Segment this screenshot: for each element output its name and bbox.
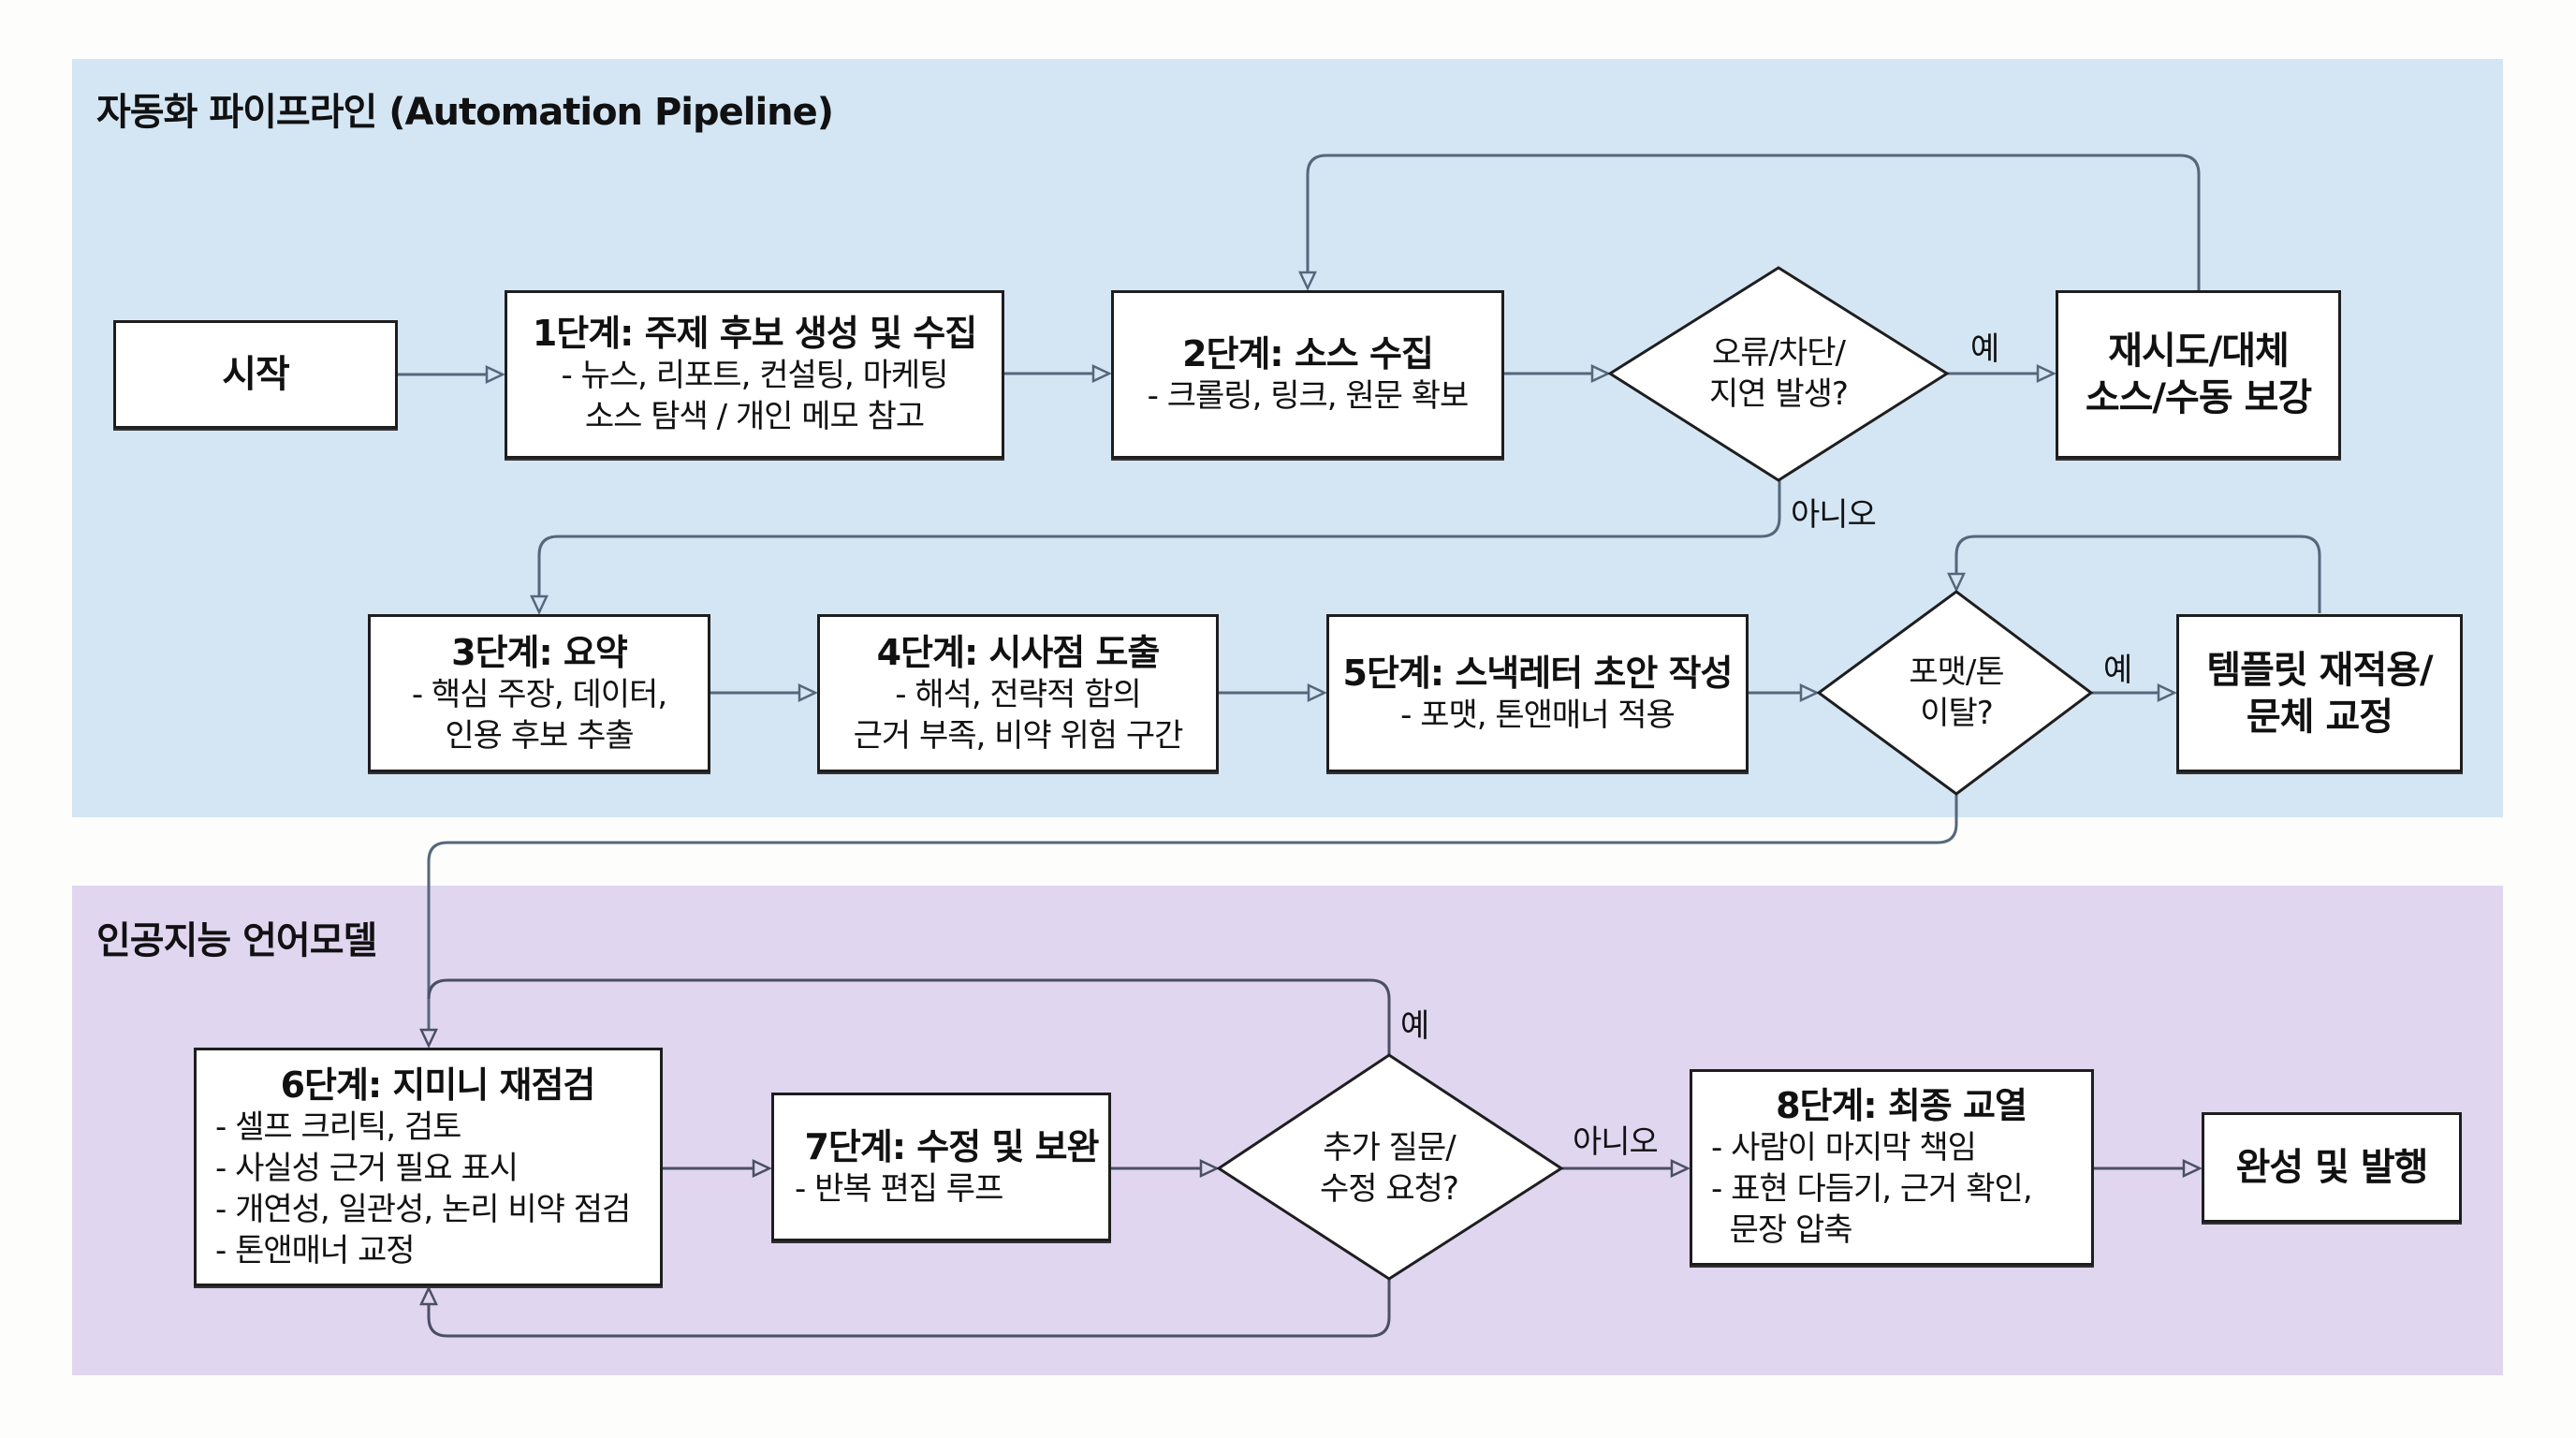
llm-panel-title: 인공지능 언어모델 [96, 919, 377, 962]
start-node: 시작 [113, 320, 398, 429]
step2-line-1: - 크롤링, 링크, 원문 확보 [1147, 377, 1470, 415]
step6-line-3: - 개연성, 일관성, 논리 비약 점검 [215, 1190, 631, 1228]
decision3-no-label: 아니오 [1573, 1123, 1659, 1161]
start-label: 시작 [222, 353, 290, 396]
step6-line-1: - 셀프 크리틱, 검토 [215, 1108, 461, 1146]
step6-node: 6단계: 지미니 재점검 - 셀프 크리틱, 검토 - 사실성 근거 필요 표시… [194, 1048, 663, 1286]
step5-node: 5단계: 스낵레터 초안 작성 - 포맷, 톤앤매너 적용 [1326, 614, 1749, 772]
step1-title: 1단계: 주제 후보 생성 및 수집 [532, 313, 977, 354]
step8-title: 8단계: 최종 교열 [1776, 1085, 2027, 1126]
step8-line-3: 문장 압축 [1711, 1211, 1853, 1249]
step3-line-1: - 핵심 주장, 데이터, [411, 675, 667, 713]
decision1-yes-label: 예 [1970, 330, 1999, 368]
decision2-yes-label: 예 [2103, 652, 2132, 689]
step4-node: 4단계: 시사점 도출 - 해석, 전략적 함의 근거 부족, 비약 위험 구간 [817, 614, 1219, 772]
decision3-text: 추가 질문/ 수정 요청? [1320, 1127, 1459, 1210]
automation-pipeline-title: 자동화 파이프라인 (Automation Pipeline) [96, 91, 834, 134]
step5-line-1: - 포맷, 톤앤매너 적용 [1400, 696, 1676, 734]
step3-node: 3단계: 요약 - 핵심 주장, 데이터, 인용 후보 추출 [368, 614, 710, 772]
retry-node: 재시도/대체 소스/수동 보강 [2056, 290, 2341, 459]
decision1-no-label: 아니오 [1791, 496, 1877, 534]
finish-label: 완성 및 발행 [2235, 1146, 2429, 1189]
step8-node: 8단계: 최종 교열 - 사람이 마지막 책임 - 표현 다듬기, 근거 확인,… [1690, 1069, 2094, 1266]
step1-node: 1단계: 주제 후보 생성 및 수집 - 뉴스, 리포트, 컨설팅, 마케팅 소… [505, 290, 1004, 459]
step7-node: 7단계: 수정 및 보완 - 반복 편집 루프 [771, 1093, 1111, 1241]
step2-title: 2단계: 소스 수집 [1182, 333, 1434, 374]
step6-line-4: - 톤앤매너 교정 [215, 1231, 416, 1269]
decision3-line-1: 추가 질문/ [1323, 1129, 1456, 1167]
decision3-yes-label: 예 [1400, 1007, 1429, 1045]
decision1-line-2: 지연 발생? [1709, 375, 1849, 413]
decision3-line-2: 수정 요청? [1320, 1170, 1459, 1208]
template-line-1: 템플릿 재적용/ [2206, 648, 2433, 692]
template-line-2: 문체 교정 [2246, 695, 2393, 739]
step1-line-2: 소스 탐색 / 개인 메모 참고 [584, 398, 925, 435]
decision2-line-1: 포맷/톤 [1909, 653, 2004, 691]
step8-line-2: - 표현 다듬기, 근거 확인, [1711, 1170, 2033, 1208]
step4-title: 4단계: 시사점 도출 [876, 631, 1161, 673]
decision1-line-1: 오류/차단/ [1711, 334, 1846, 372]
step3-title: 3단계: 요약 [451, 631, 628, 673]
template-node: 템플릿 재적용/ 문체 교정 [2176, 614, 2463, 772]
retry-line-2: 소스/수동 보강 [2085, 376, 2312, 419]
finish-node: 완성 및 발행 [2202, 1112, 2462, 1223]
retry-line-1: 재시도/대체 [2108, 330, 2290, 373]
step3-line-2: 인용 후보 추출 [445, 716, 634, 755]
step8-line-1: - 사람이 마지막 책임 [1711, 1129, 1977, 1167]
step4-line-2: 근거 부족, 비약 위험 구간 [853, 716, 1184, 755]
decision2-text: 포맷/톤 이탈? [1909, 652, 2004, 734]
step7-line-1: - 반복 편집 루프 [795, 1169, 1003, 1208]
step6-title: 6단계: 지미니 재점검 [280, 1064, 596, 1106]
step1-line-1: - 뉴스, 리포트, 컨설팅, 마케팅 [561, 357, 948, 394]
step7-title: 7단계: 수정 및 보완 [804, 1125, 1099, 1167]
step5-title: 5단계: 스낵레터 초안 작성 [1342, 652, 1734, 694]
step2-node: 2단계: 소스 수집 - 크롤링, 링크, 원문 확보 [1111, 290, 1504, 459]
decision1-text: 오류/차단/ 지연 발생? [1709, 332, 1849, 415]
decision2-line-2: 이탈? [1920, 695, 1994, 732]
step6-line-2: - 사실성 근거 필요 표시 [215, 1149, 519, 1187]
step4-line-1: - 해석, 전략적 함의 [895, 675, 1141, 713]
